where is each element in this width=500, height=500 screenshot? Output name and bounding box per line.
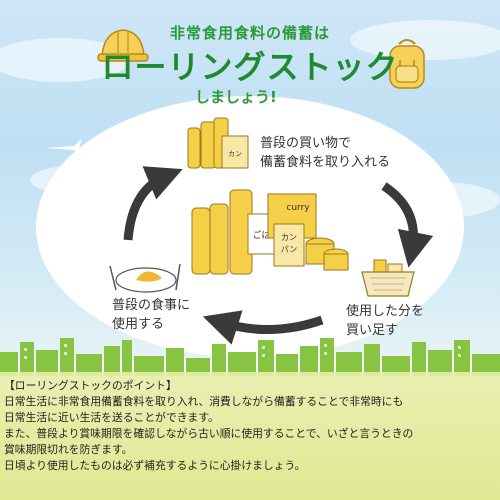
step-buy-line2: 備蓄食料を取り入れる — [260, 155, 391, 170]
curry-label: curry — [286, 203, 310, 213]
backpack-icon — [389, 39, 425, 89]
airplane-icon — [46, 140, 82, 156]
food-stock-icon: カン — [187, 117, 249, 169]
title-line1: 非常食用食料の備蓄は — [169, 24, 330, 42]
title-line3: しましょう! — [195, 88, 277, 106]
svg-text:パン: パン — [281, 245, 297, 254]
points-text: 【ローリングストックのポイント】 日常生活に非常食用備蓄食料を取り入れ、消費しな… — [4, 378, 498, 474]
points-line: 日常生活に近い生活を送ることができます。 — [4, 411, 219, 424]
step-buy: 普段の買い物で 備蓄食料を取り入れる — [260, 134, 390, 172]
points-line: 日常生活に非常食用備蓄食料を取り入れ、消費しながら備蓄することで非常時にも — [4, 395, 404, 408]
food-stock-center: ごはん curry カン パン — [191, 189, 349, 275]
step-eat: 普段の食事に 使用する — [112, 296, 190, 334]
step-use-line1: 使用した分を — [346, 304, 425, 319]
curry-plate-icon — [109, 263, 181, 293]
step-use: 使用した分を 買い足す — [346, 302, 424, 340]
svg-text:カン: カン — [281, 233, 297, 242]
points-panel — [0, 372, 500, 500]
hard-hat-icon — [97, 29, 149, 62]
points-title: 【ローリングストックのポイント】 — [4, 379, 177, 392]
step-use-line2: 買い足す — [346, 323, 399, 338]
page-title: ローリングストック — [101, 48, 399, 86]
step-eat-line1: 普段の食事に — [112, 298, 191, 313]
points-line: 日頃より使用したものは必ず補充するように心掛けましょう。 — [4, 459, 306, 472]
shopping-basket-icon — [361, 259, 415, 297]
cycle-arrow-icon — [123, 166, 434, 345]
step-buy-line1: 普段の買い物で — [260, 136, 352, 151]
step-eat-line2: 使用する — [112, 317, 165, 332]
city-skyline — [0, 338, 500, 376]
svg-text:カン: カン — [228, 150, 242, 158]
points-line: 賞味期限切れを防ぎます。 — [4, 443, 133, 456]
points-line: また、普段より賞味期限を確認しながら古い順に使用することで、いざと言うときの — [4, 427, 414, 440]
